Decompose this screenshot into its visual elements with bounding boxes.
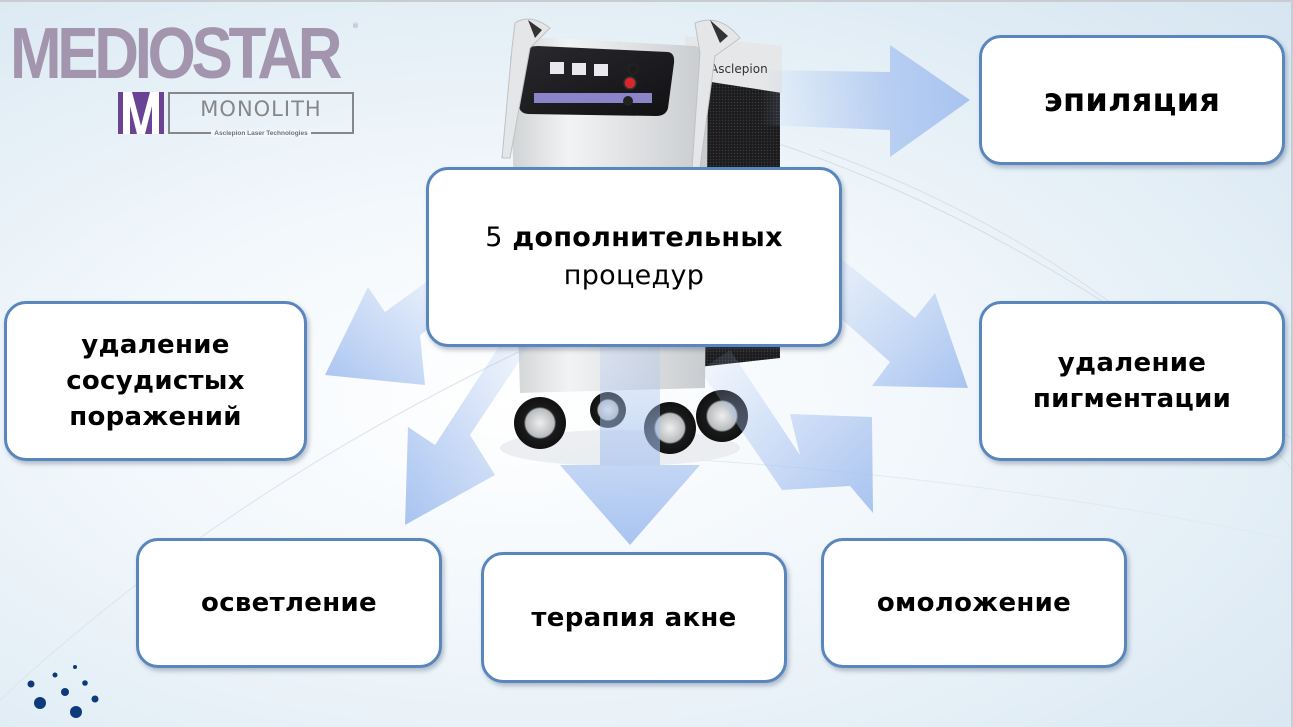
procedure-box-rejuvenation: омоложение — [821, 538, 1127, 668]
procedure-label: омоложение — [876, 588, 1072, 618]
registered-mark: ® — [352, 22, 359, 30]
procedure-label: осветление — [201, 588, 377, 618]
procedure-label-line: сосудистых — [66, 366, 245, 396]
logo-product: MONOLITH — [200, 97, 322, 121]
procedure-label-line: удаление — [81, 330, 230, 360]
procedure-label: терапия акне — [531, 602, 737, 633]
center-subtitle: процедур — [563, 260, 705, 291]
monolith-wordmark: MONOLITH Asclepion Laser Technologies — [168, 92, 354, 137]
center-summary-box: 5 дополнительных процедур — [426, 167, 842, 347]
center-title: дополнительных — [512, 222, 783, 253]
procedure-box-acne: терапия акне — [481, 552, 787, 683]
procedure-box-vascular: удаление сосудистых поражений — [4, 301, 307, 461]
procedure-count: 5 — [485, 222, 503, 253]
decorative-dots-icon — [27, 665, 99, 718]
procedure-box-epilation: эпиляция — [979, 35, 1285, 165]
mediostar-monolith-logo: MEDIOSTAR ® MONOLITH Asclepion Laser Tec… — [10, 18, 360, 138]
procedure-label-line: поражений — [69, 402, 242, 432]
logo-tagline: Asclepion Laser Technologies — [211, 130, 311, 137]
procedure-box-lightening: осветление — [136, 538, 442, 668]
procedure-label: эпиляция — [1043, 81, 1221, 119]
logo-brand: MEDIOSTAR — [10, 14, 343, 94]
monolith-m-emblem-icon — [118, 92, 164, 134]
procedure-label-line: пигментации — [1032, 384, 1232, 414]
procedure-label-line: удаление — [1057, 348, 1207, 378]
device-brand-label: Asclepion — [710, 62, 768, 76]
procedure-box-pigment: удаление пигментации — [979, 301, 1285, 461]
